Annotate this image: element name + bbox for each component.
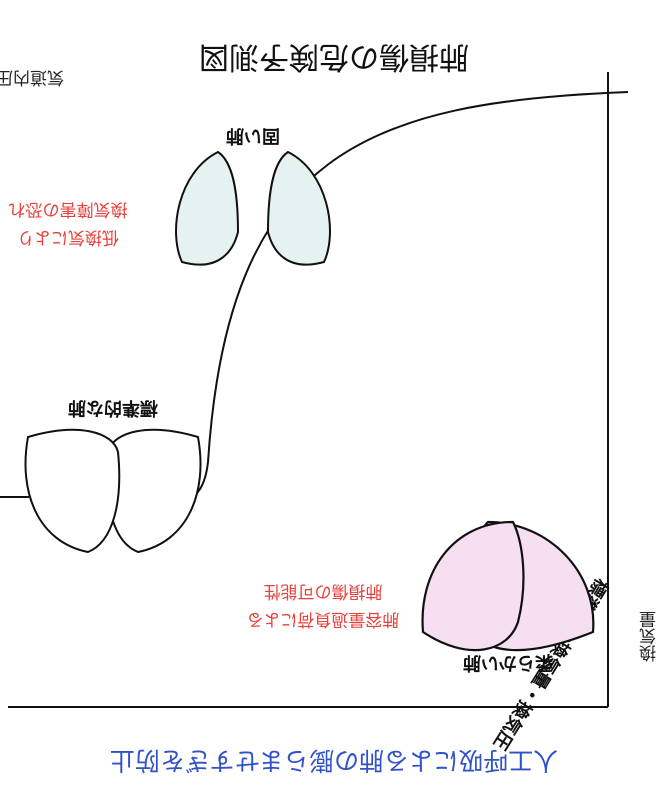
standard-lung: 標準的な肺	[24, 397, 202, 554]
stiff-lung-note-1: 低換気により	[17, 227, 119, 247]
x-axis-label: 換気量	[640, 611, 661, 662]
stiff-lung-note-2: 換気障害の恐れ	[9, 199, 128, 219]
soft-lung: 柔らかい肺 肺容量過負荷による 肺損傷の可能性	[247, 520, 595, 673]
stiff-lung-left	[266, 150, 331, 266]
soft-lung-note-2: 肺損傷の可能性	[264, 581, 383, 601]
stiff-lung-right	[175, 150, 240, 266]
soft-lung-label: 柔らかい肺	[463, 652, 553, 673]
soft-lung-note-1: 肺容量過負荷による	[247, 609, 400, 629]
stiff-lung-label: 固い肺	[226, 125, 280, 146]
soft-lung-right	[421, 520, 525, 652]
standard-lung-right	[24, 428, 121, 554]
page-title: 肺損傷の危険予測図	[199, 39, 469, 74]
stiff-lung: 固い肺 低換気により 換気障害の恐れ	[9, 125, 331, 266]
standard-lung-left	[105, 428, 202, 554]
standard-lung-label: 標準的な肺	[68, 397, 158, 419]
footer-note: 人工呼吸による肺の膨らませすぎを防止	[110, 746, 559, 775]
y-axis-label: 気道内圧	[0, 67, 64, 87]
